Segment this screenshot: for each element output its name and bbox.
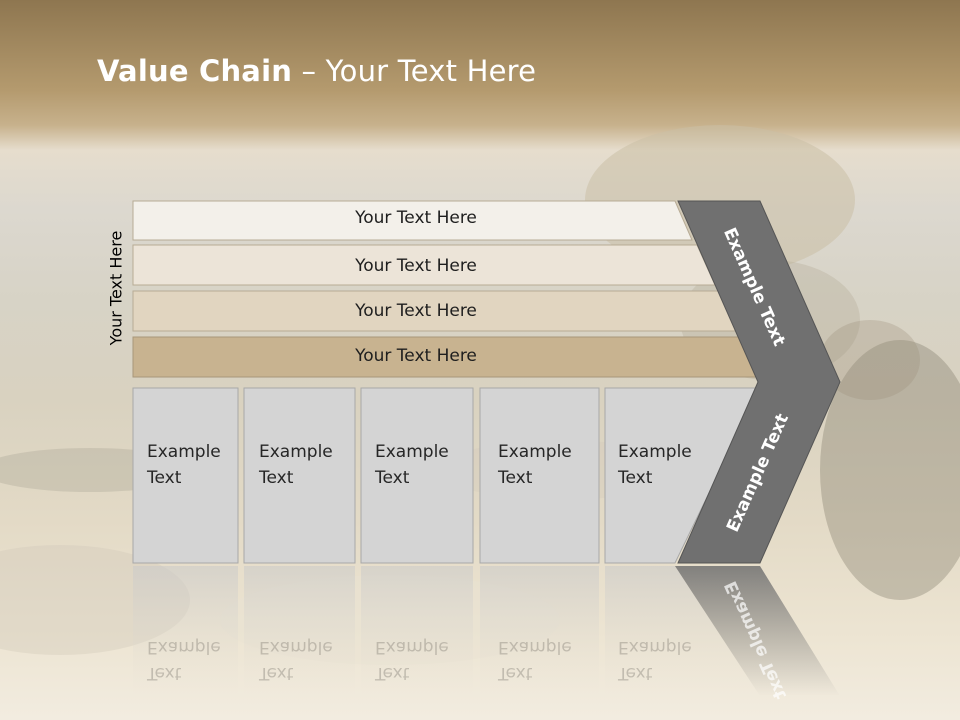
box-2-line-1: Example — [259, 442, 333, 462]
box-5-reflection — [605, 566, 760, 696]
box-2-reflection — [244, 566, 355, 696]
box-5-line-1: Example — [618, 442, 692, 462]
slide-title: Value Chain – Your Text Here — [97, 54, 536, 88]
box-2-line-2: Text — [259, 468, 294, 488]
chevron-reflection — [675, 566, 840, 696]
title-rest: – Your Text Here — [292, 54, 537, 88]
bar-4-label: Your Text Here — [355, 346, 477, 366]
box-2-label-reflection: Text Example — [259, 634, 333, 686]
box-2-reflection-line-2: Text — [259, 663, 294, 683]
box-4-line-2: Text — [498, 468, 533, 488]
box-2-reflection-line-1: Example — [259, 637, 333, 657]
box-5-label-reflection: Text Example — [618, 634, 692, 686]
box-1-line-1: Example — [147, 442, 221, 462]
box-5 — [604, 387, 761, 564]
box-1-label-reflection: Text Example — [147, 634, 221, 686]
box-3-line-1: Example — [375, 442, 449, 462]
box-4-reflection — [480, 566, 599, 696]
box-1-reflection-line-1: Example — [147, 637, 221, 657]
box-5-reflection-line-2: Text — [618, 663, 653, 683]
box-4-reflection-line-2: Text — [498, 663, 533, 683]
title-bold: Value Chain — [97, 54, 293, 88]
box-4-label-reflection: Text Example — [498, 634, 572, 686]
box-5-reflection-line-1: Example — [618, 637, 692, 657]
box-3-reflection-line-1: Example — [375, 637, 449, 657]
box-1-reflection-line-2: Text — [147, 663, 182, 683]
chevron-arrow — [677, 200, 841, 564]
bar-2-label: Your Text Here — [355, 256, 477, 276]
box-3 — [360, 387, 474, 564]
box-3-reflection — [361, 566, 473, 696]
box-3-reflection-line-2: Text — [375, 663, 410, 683]
box-4-reflection-line-1: Example — [498, 637, 572, 657]
box-3-line-2: Text — [375, 468, 410, 488]
bar-1 — [132, 200, 693, 241]
box-4-line-1: Example — [498, 442, 572, 462]
box-2 — [243, 387, 356, 564]
diagram-reflection — [133, 566, 840, 696]
bar-1-label: Your Text Here — [355, 208, 477, 228]
box-1-line-2: Text — [147, 468, 182, 488]
bar-3-label: Your Text Here — [355, 301, 477, 321]
box-1 — [132, 387, 239, 564]
box-4 — [479, 387, 600, 564]
box-3-label-reflection: Text Example — [375, 634, 449, 686]
box-1-reflection — [133, 566, 238, 696]
box-5-line-2: Text — [618, 468, 653, 488]
